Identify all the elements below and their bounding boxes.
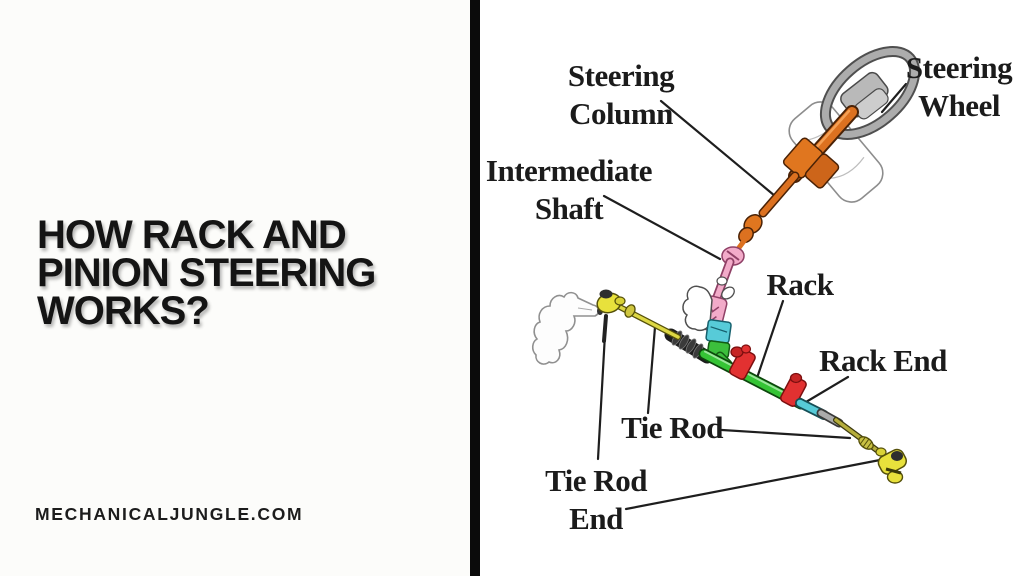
tie-rod-drawing-right xyxy=(833,417,881,454)
label-tie-rod: Tie Rod xyxy=(621,410,723,445)
leader-rack xyxy=(755,299,785,380)
leader-lines xyxy=(596,82,908,511)
diagram-panel: Steering Column Steering Wheel Intermedi… xyxy=(480,0,1024,576)
leader-tie-rod-right xyxy=(720,428,852,440)
leader-tie-rod-end-left xyxy=(596,332,607,461)
leader-intermediate-shaft xyxy=(602,194,722,261)
label-rack-end: Rack End xyxy=(819,343,947,378)
rack-clamp-drawing xyxy=(729,344,807,407)
leader-tie-rod-left xyxy=(646,325,657,415)
vertical-divider xyxy=(470,0,480,576)
leader-steering-column xyxy=(659,99,777,198)
label-intermediate-shaft: Intermediate Shaft xyxy=(485,153,653,226)
tie-rod-end-drawing-left xyxy=(596,289,626,343)
page-title: HOW RACK AND PINION STEERING WORKS? xyxy=(37,213,376,333)
leader-steering-wheel xyxy=(880,82,908,114)
label-steering-wheel: Steering Wheel xyxy=(905,50,1013,123)
label-tie-rod-end: Tie Rod End xyxy=(545,463,647,536)
steering-column-drawing xyxy=(735,105,859,252)
left-panel: HOW RACK AND PINION STEERING WORKS? MECH… xyxy=(0,0,470,576)
shaft-bracket-drawing xyxy=(682,276,735,332)
steering-knuckle-outline xyxy=(531,291,600,365)
leader-rack-end xyxy=(804,375,850,404)
website-footer: MECHANICALJUNGLE.COM xyxy=(35,504,304,524)
tie-rod-drawing-left xyxy=(611,301,681,340)
label-steering-column: Steering Column xyxy=(567,58,675,131)
leader-tie-rod-end-right xyxy=(624,458,882,511)
rack-and-pinion-diagram xyxy=(531,46,921,511)
label-rack: Rack xyxy=(766,267,834,302)
tie-rod-end-drawing-right xyxy=(875,447,907,484)
